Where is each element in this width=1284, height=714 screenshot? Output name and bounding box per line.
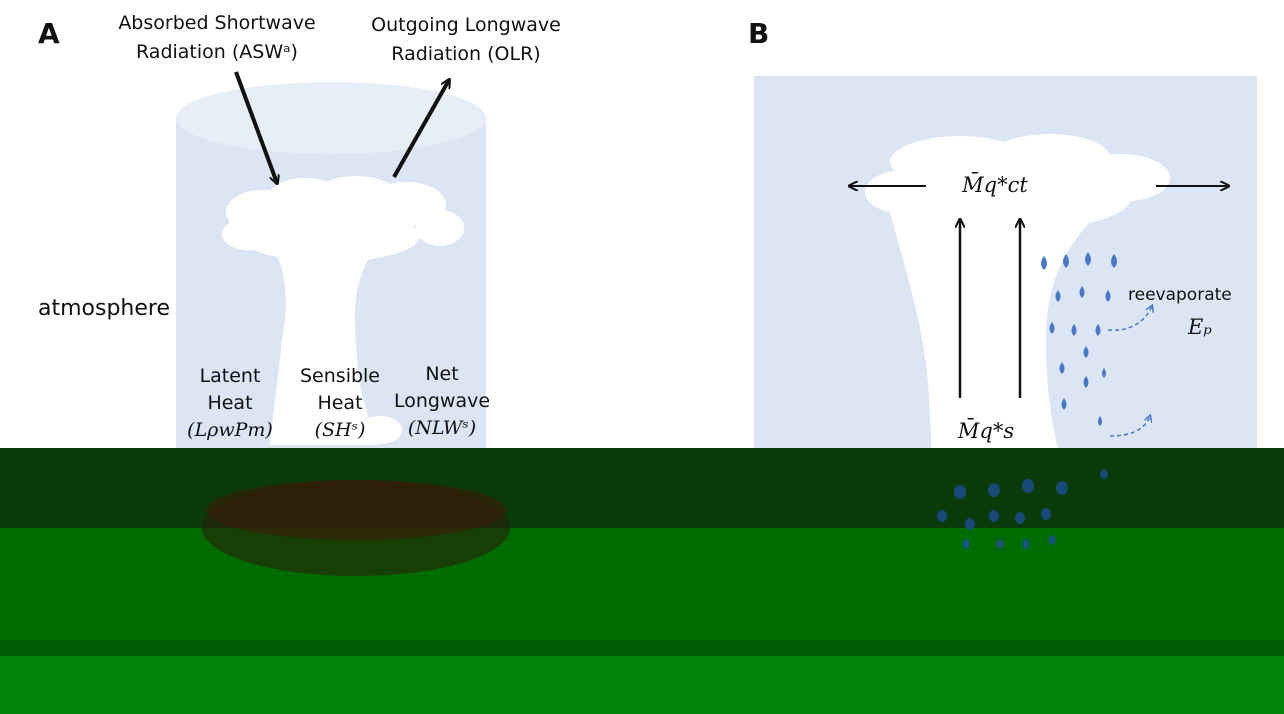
raindrop [1049,322,1055,334]
raindrop [1111,254,1117,268]
sensible-heat-symbol: (SHˢ) [315,419,366,441]
raindrop [1041,256,1047,270]
raindrop [1105,290,1111,302]
asw-label-line2: Radiation (ASWᵃ) [136,41,298,63]
raindrops [1041,252,1117,426]
reevaporate-arrow [1107,306,1152,331]
net-longwave-line2: Longwave [394,390,490,412]
olr-arrow [392,80,449,178]
raindrop [1083,346,1089,358]
sensible-heat-line2: Heat [317,392,362,414]
olr-label-line1: Outgoing Longwave [371,14,561,36]
raindrop [1095,324,1101,336]
latent-heat-symbol: (LρwPm) [187,419,273,441]
raindrop [1071,324,1077,336]
raindrop [1098,416,1102,426]
raindrop [1102,368,1106,378]
ep-label: Eₚ [1187,315,1212,339]
raindrop [1061,398,1067,410]
top-flux-label: M̄q*ct [961,172,1028,197]
olr-label-line2: Radiation (OLR) [391,43,540,65]
cloud-shape-a [222,176,464,445]
net-longwave-line1: Net [425,363,458,385]
net-longwave-symbol: (NLWˢ) [408,417,476,439]
asw-arrow [234,71,277,183]
bottom-flux-label: M̄q*s [957,418,1014,443]
panel-b: B M̄q*ct M̄q*s [748,17,1257,456]
latent-heat-line1: Latent [200,365,261,387]
latent-heat-line2: Heat [207,392,252,414]
atmosphere-cylinder-top [176,82,486,154]
corrupted-lower-region [0,448,1284,714]
raindrop [1079,286,1085,298]
raindrop [1063,254,1069,268]
reevaporate-arrow-lower [1109,416,1150,437]
atmosphere-label: atmosphere [38,296,170,321]
asw-label-line1: Absorbed Shortwave [118,12,315,34]
raindrop [1055,290,1061,302]
raindrop [1085,252,1091,266]
raindrop [1059,362,1065,374]
panel-b-label: B [748,17,769,50]
panel-a-label: A [38,17,60,50]
sensible-heat-line1: Sensible [300,365,380,387]
cloud-shape-b [865,134,1170,456]
reevaporate-label: reevaporate [1128,285,1232,305]
raindrop [1083,376,1089,388]
